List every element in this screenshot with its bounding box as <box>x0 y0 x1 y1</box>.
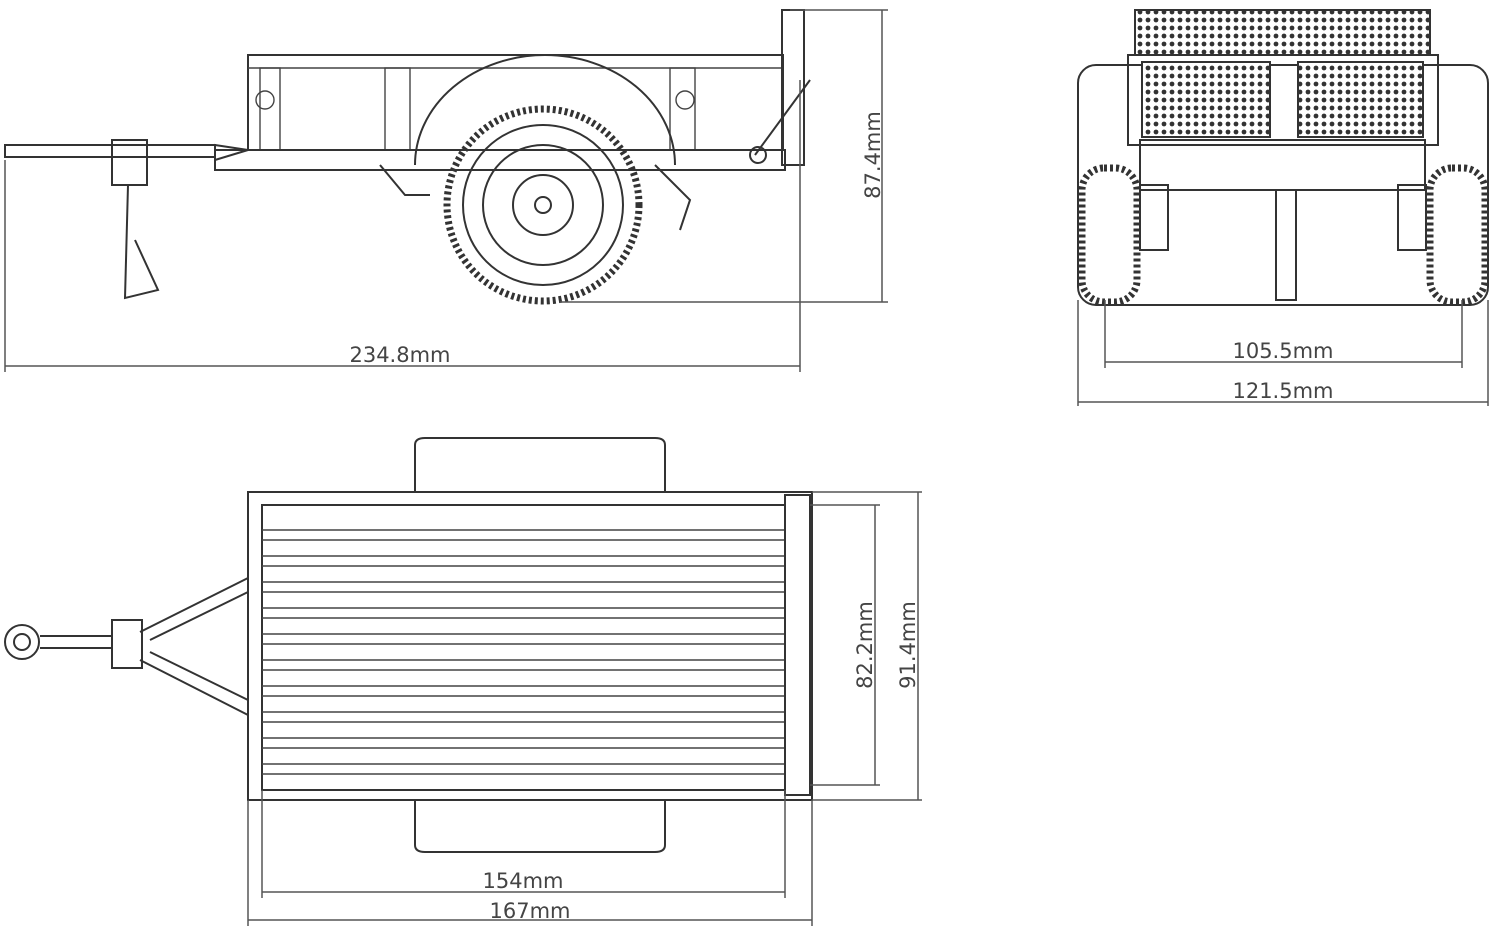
top-fender-left <box>414 437 666 492</box>
hitch-ring <box>4 624 40 660</box>
overall-width-dimension-label: 91.4mm <box>896 601 920 689</box>
top-tailgate <box>784 494 811 796</box>
side-tongue <box>4 144 216 158</box>
rear-mesh-top <box>1134 9 1431 56</box>
top-fender-right <box>414 800 666 853</box>
top-bed <box>247 491 813 801</box>
width-dimension-label: 121.5mm <box>1232 379 1333 403</box>
jack-stand <box>123 184 160 300</box>
fender <box>414 54 676 166</box>
top-view: 154mm 167mm 82.2mm 91.4mm <box>4 437 922 926</box>
tongue-a-frame <box>139 577 249 716</box>
deck-slats <box>262 529 785 775</box>
length-dimension-label: 234.8mm <box>349 343 450 367</box>
rear-view: 105.5mm 121.5mm <box>1077 9 1489 406</box>
side-wheel <box>443 105 643 305</box>
rear-fenders <box>1077 64 1489 306</box>
deck-length-dimension-label: 154mm <box>483 869 564 893</box>
rear-right-wheel <box>1426 164 1489 306</box>
overall-length-dimension-label: 167mm <box>490 899 571 923</box>
side-view: 234.8mm 87.4mm <box>4 9 888 372</box>
rear-left-wheel <box>1078 164 1141 306</box>
side-bed <box>247 54 784 151</box>
height-dimension-label: 87.4mm <box>861 111 885 199</box>
deck-width-dimension-label: 82.2mm <box>853 601 877 689</box>
track-dimension-label: 105.5mm <box>1232 339 1333 363</box>
